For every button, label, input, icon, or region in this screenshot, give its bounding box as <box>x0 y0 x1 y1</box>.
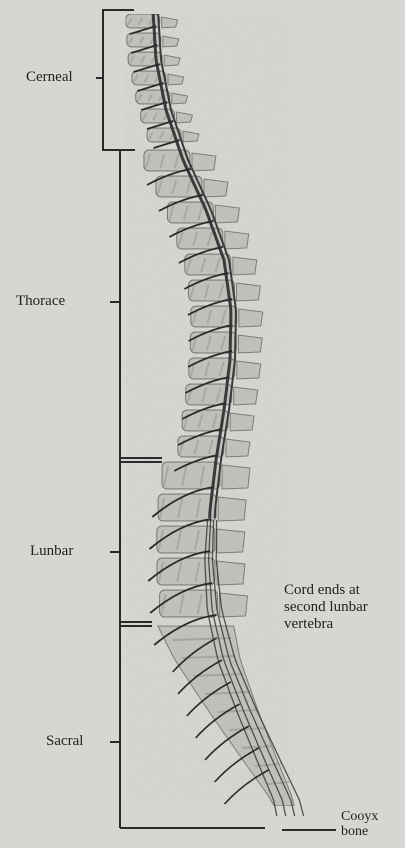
vertebra-lumbar <box>158 494 246 521</box>
annotation-coccyx: Cooyx bone <box>341 809 378 839</box>
vertebra-cervical <box>128 52 180 66</box>
vertebra-thoracic <box>189 280 261 301</box>
vertebra-lumbar <box>162 462 250 489</box>
vertebra-thoracic <box>185 254 257 275</box>
sacrum <box>158 626 295 806</box>
vertebral-column <box>126 14 295 806</box>
vertebra-lumbar <box>157 526 245 553</box>
bracket-cervical <box>103 10 135 150</box>
region-label-sacral: Sacral <box>46 733 83 750</box>
region-label-cervical: Cerneal <box>26 69 73 86</box>
region-label-lumbar: Lunbar <box>30 543 73 560</box>
annotation-cord-end: Cord ends at second lunbar vertebra <box>284 582 368 633</box>
vertebra-cervical <box>127 33 179 47</box>
vertebra-lumbar <box>160 590 248 617</box>
region-label-thoracic: Thorace <box>16 293 65 310</box>
vertebra-lumbar <box>157 558 245 585</box>
vertebra-cervical <box>126 14 178 28</box>
